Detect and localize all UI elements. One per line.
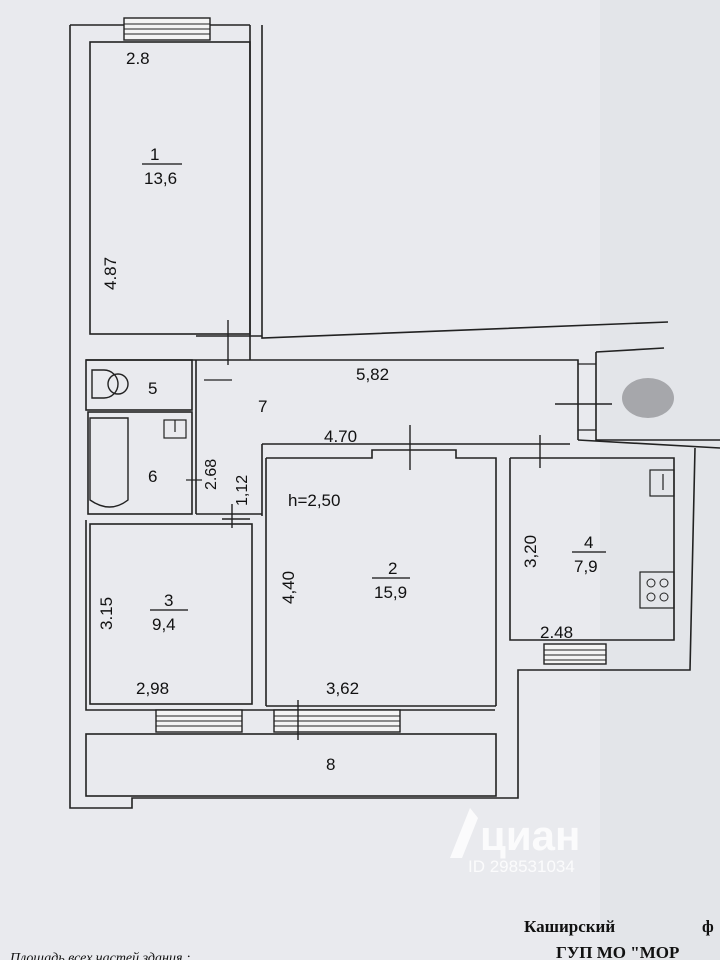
room-1-number: 1 — [150, 145, 159, 164]
room-4-number: 4 — [584, 533, 593, 552]
corridor-length: 5,82 — [356, 365, 389, 384]
stove-icon — [639, 571, 675, 609]
passage-width: 1,12 — [234, 475, 251, 506]
room-1-length: 4.87 — [101, 257, 120, 290]
footer-district: Каширский — [524, 917, 615, 936]
ceiling-height: h=2,50 — [288, 491, 340, 510]
corridor-inner-length: 4.70 — [324, 427, 357, 446]
room-7-number: 7 — [258, 397, 267, 416]
kitchen-room-4 — [509, 457, 675, 665]
toilet-icon — [91, 369, 119, 399]
bath-height: 2.68 — [203, 459, 220, 490]
room-3-area: 9,4 — [152, 615, 176, 634]
kitchen-length: 3,20 — [521, 535, 540, 568]
watermark-brand: циан — [480, 812, 580, 859]
room-3-length: 3.15 — [97, 597, 116, 630]
footer-district-tail: ф — [702, 917, 714, 936]
watermark: циан ID 298531034 — [450, 808, 580, 876]
footer-note: Площадь всех частей здания : — [9, 951, 191, 960]
bathtub-icon — [89, 417, 129, 508]
room-1-walls — [89, 17, 262, 365]
room-4-area: 7,9 — [574, 557, 598, 576]
wc-room-5 — [85, 359, 193, 515]
room-3-number: 3 — [164, 591, 173, 610]
kitchen-width: 2.48 — [540, 623, 573, 642]
room-1-width: 2.8 — [126, 49, 150, 68]
watermark-logo-icon — [450, 808, 478, 858]
watermark-id: ID 298531034 — [468, 857, 575, 876]
corridor-walls — [195, 338, 612, 528]
window-kitchen — [543, 643, 607, 665]
room-2-number: 2 — [388, 559, 397, 578]
balcony-room-8 — [85, 700, 497, 797]
room-6-number: 6 — [148, 467, 157, 486]
paper-shadow — [600, 0, 720, 960]
footer-org: ГУП МО "МОР — [556, 943, 679, 960]
kitchen-sink-icon — [649, 469, 675, 497]
room-2-width: 3,62 — [326, 679, 359, 698]
bath-room-6 — [89, 417, 202, 508]
room-2-walls — [265, 449, 497, 707]
room-1-area: 13,6 — [144, 169, 177, 188]
room-5-number: 5 — [148, 379, 157, 398]
room-3-width: 2,98 — [136, 679, 169, 698]
room-3-walls — [89, 523, 253, 705]
room-2-area: 15,9 — [374, 583, 407, 602]
ink-smudge — [622, 378, 674, 418]
room-8-number: 8 — [326, 755, 335, 774]
room-2-length: 4,40 — [279, 571, 298, 604]
